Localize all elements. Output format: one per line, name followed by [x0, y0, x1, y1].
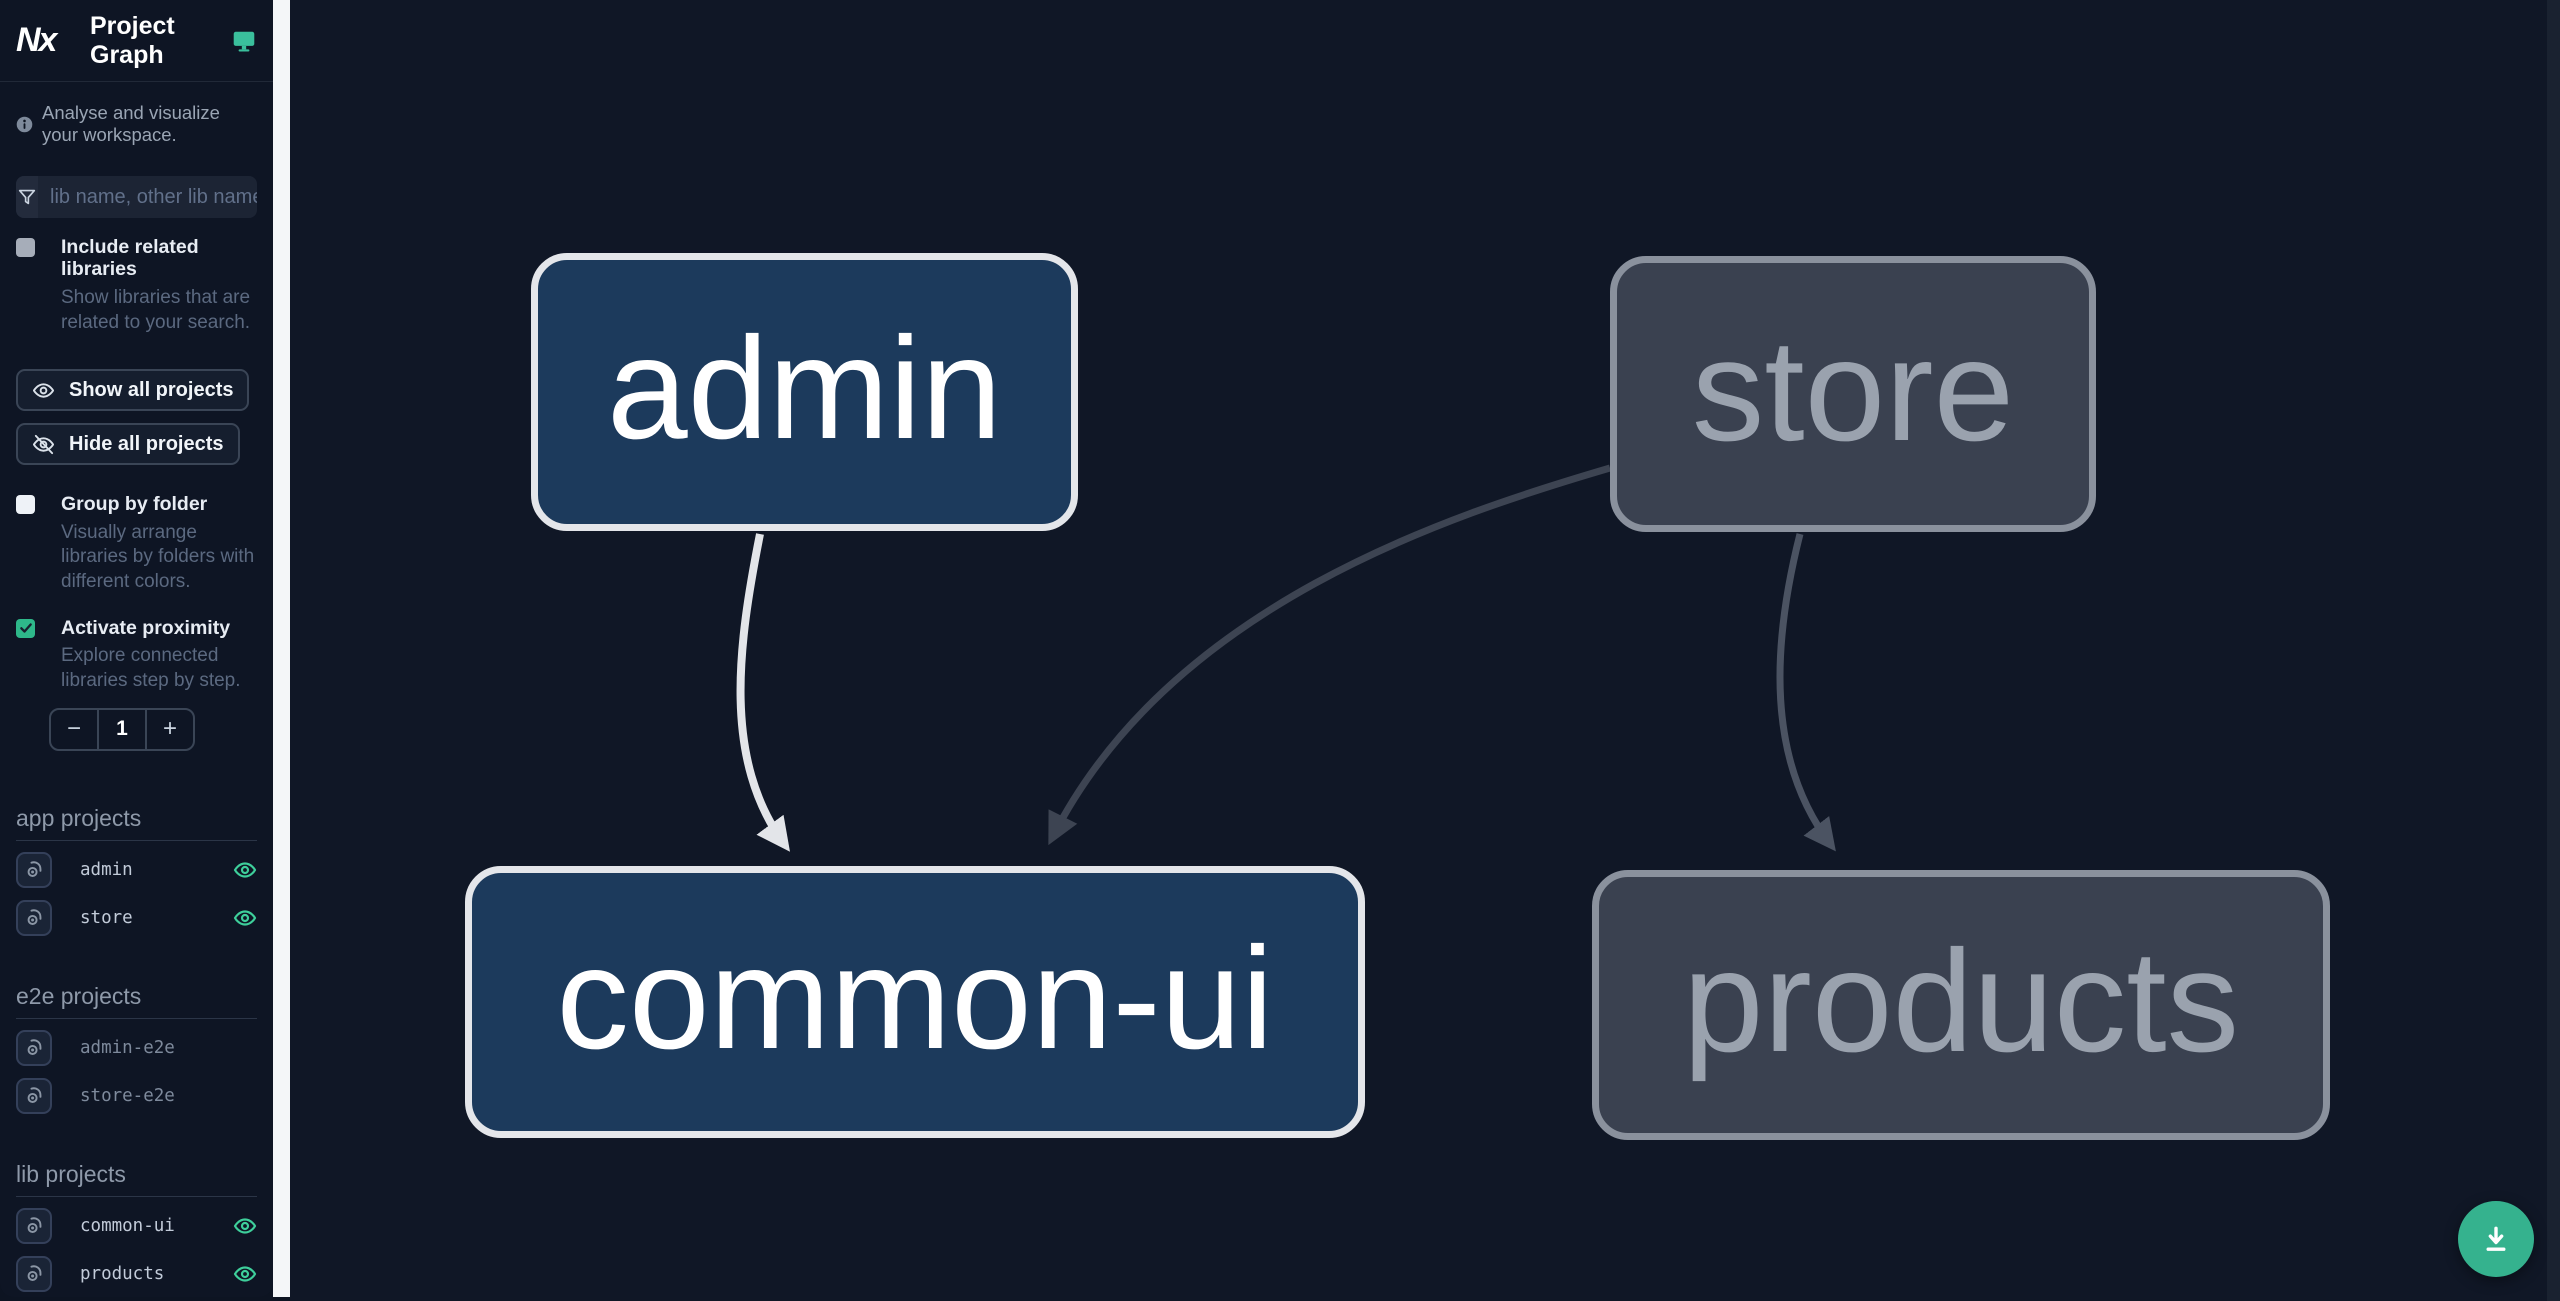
hide-all-projects-button[interactable]: Hide all projects [16, 423, 240, 466]
focus-project-button[interactable] [16, 899, 52, 936]
checkmark-icon [19, 623, 32, 633]
nx-logo: Nx [16, 21, 57, 59]
eye-icon[interactable] [233, 906, 257, 930]
tagline-text: Analyse and visualize your workspace. [42, 102, 220, 145]
edge-store-to-products [1776, 533, 1836, 852]
focus-icon [27, 861, 41, 877]
project-name[interactable]: admin-e2e [80, 1037, 175, 1058]
activate-proximity-label: Activate proximity [61, 616, 231, 639]
lib-filter-input[interactable] [38, 176, 257, 218]
graph-canvas[interactable]: admin store common-ui products [290, 0, 2560, 1301]
project-row-admin: admin [0, 851, 273, 889]
project-row-products: products [0, 1255, 273, 1293]
include-related-label: Include related libraries [61, 236, 199, 281]
eye-icon[interactable] [233, 1214, 257, 1238]
focus-project-button[interactable] [16, 1255, 52, 1292]
sidebar: Nx Project Graph Analyse and visualize y… [0, 0, 273, 1297]
activate-proximity-checkbox[interactable] [16, 618, 35, 638]
graph-node-common-ui[interactable]: common-ui [465, 866, 1365, 1138]
edge-store-to-common-ui [1048, 464, 1611, 846]
project-row-store: store [0, 899, 273, 937]
filter-box [16, 176, 257, 218]
edge-admin-to-common-ui [736, 533, 790, 852]
proximity-increment-button[interactable]: + [162, 715, 177, 742]
eye-icon[interactable] [233, 858, 257, 882]
section-heading-e2e-projects: e2e projects [16, 983, 257, 1019]
group-by-folder-description: Visually arrange libraries by folders wi… [61, 521, 255, 593]
proximity-decrement-button[interactable]: − [66, 715, 81, 742]
node-label: admin [607, 306, 1002, 469]
tagline-row: Analyse and visualize your workspace. [0, 102, 273, 146]
eye-icon[interactable] [233, 1262, 257, 1286]
project-name[interactable]: common-ui [80, 1215, 175, 1236]
focus-project-button[interactable] [16, 1207, 52, 1244]
proximity-stepper: − 1 + [49, 707, 195, 751]
focus-icon [27, 1087, 41, 1103]
group-by-folder-checkbox-row: Group by folder Visually arrange librari… [0, 493, 273, 594]
eye-off-icon [32, 434, 55, 454]
include-related-description: Show libraries that are related to your … [61, 286, 251, 333]
project-row-store-e2e: store-e2e [0, 1077, 273, 1115]
hide-all-projects-label: Hide all projects [69, 432, 224, 455]
project-name[interactable]: admin [80, 859, 133, 880]
show-all-projects-label: Show all projects [69, 378, 234, 401]
activate-proximity-checkbox-row: Activate proximity Explore connected lib… [0, 617, 273, 694]
funnel-icon [16, 176, 38, 218]
node-label: common-ui [556, 916, 1274, 1079]
project-name[interactable]: store-e2e [80, 1085, 175, 1106]
focus-project-button[interactable] [16, 1029, 52, 1066]
info-icon [16, 116, 33, 132]
graph-node-store[interactable]: store [1610, 256, 2096, 532]
section-heading-app-projects: app projects [16, 805, 257, 841]
focus-project-button[interactable] [16, 1077, 52, 1114]
activate-proximity-description: Explore connected libraries step by step… [61, 645, 241, 691]
graph-node-admin[interactable]: admin [531, 253, 1078, 531]
group-by-folder-checkbox[interactable] [16, 495, 35, 515]
show-all-projects-button[interactable]: Show all projects [16, 369, 250, 412]
project-row-admin-e2e: admin-e2e [0, 1029, 273, 1067]
group-by-folder-label: Group by folder [61, 493, 208, 516]
project-name[interactable]: products [80, 1263, 165, 1284]
proximity-value: 1 [97, 709, 147, 749]
focus-icon [27, 909, 41, 925]
download-icon [2486, 1226, 2506, 1251]
sidebar-header: Nx Project Graph [0, 0, 273, 82]
focus-icon [27, 1217, 41, 1233]
project-row-common-ui: common-ui [0, 1207, 273, 1245]
focus-project-button[interactable] [16, 851, 52, 888]
include-related-checkbox[interactable] [16, 238, 35, 257]
sidebar-canvas-divider [273, 0, 290, 1297]
focus-icon [27, 1265, 41, 1281]
download-image-button[interactable] [2458, 1201, 2534, 1277]
section-heading-lib-projects: lib projects [16, 1161, 257, 1197]
focus-icon [27, 1039, 41, 1055]
node-label: products [1682, 919, 2240, 1082]
node-label: store [1691, 308, 2015, 471]
eye-icon [32, 383, 55, 398]
page-title: Project Graph [90, 11, 175, 69]
project-name[interactable]: store [80, 907, 133, 928]
include-related-checkbox-row: Include related libraries Show libraries… [0, 236, 273, 335]
monitor-icon[interactable] [231, 28, 257, 54]
scrollbar-track[interactable] [2547, 0, 2560, 1301]
graph-node-products[interactable]: products [1592, 870, 2330, 1140]
graph-edges [736, 464, 1836, 852]
